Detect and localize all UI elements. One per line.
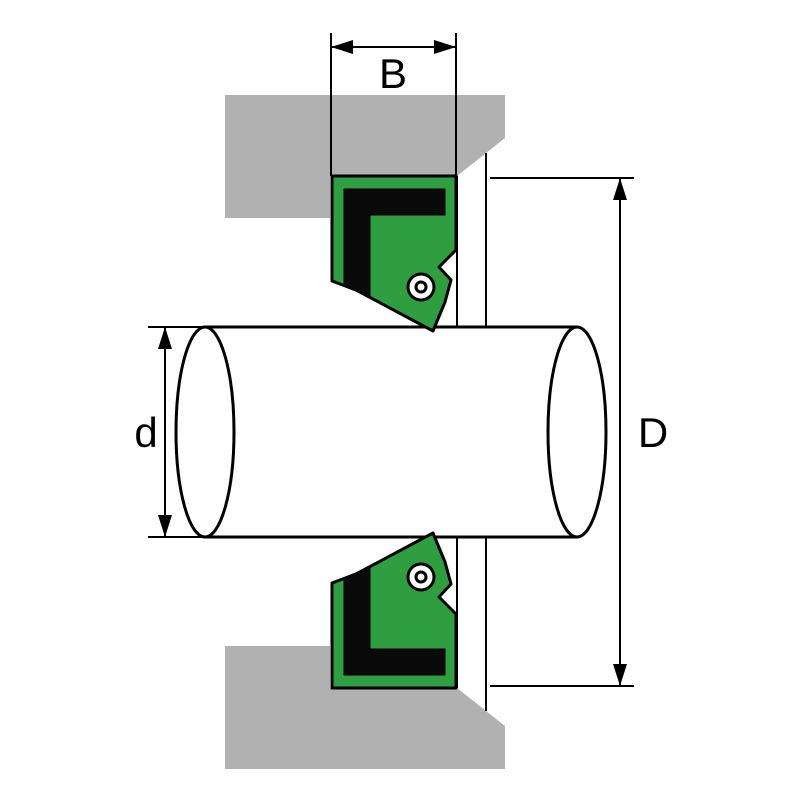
d-arrowhead-top (158, 327, 172, 349)
shaft-left-end-ellipse (174, 325, 236, 539)
housing-top-block (225, 95, 505, 218)
b-arrowhead-right (434, 40, 456, 54)
shaft (174, 325, 608, 539)
housing-bottom-block (225, 646, 505, 769)
b-arrowhead-left (331, 40, 353, 54)
dimension-D: D (490, 177, 668, 687)
dimension-d: d (134, 326, 206, 538)
D-label: D (638, 409, 668, 456)
shaft-body (205, 327, 577, 537)
shaft-right-end-ellipse (546, 325, 608, 539)
d-arrowhead-bottom (158, 515, 172, 537)
seal-bottom (330, 531, 458, 690)
dimension-b: B (330, 33, 457, 176)
D-arrowhead-top (613, 178, 627, 200)
b-label: B (379, 50, 407, 97)
seal-top (330, 174, 458, 333)
D-arrowhead-bottom (613, 664, 627, 686)
d-label: d (134, 409, 157, 456)
